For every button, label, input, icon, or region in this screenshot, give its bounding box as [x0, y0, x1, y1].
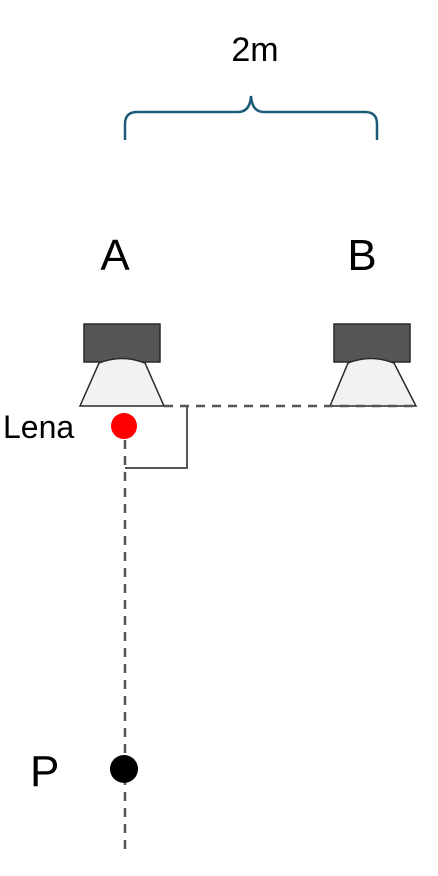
listener-label: Lena — [3, 409, 74, 445]
listener-point — [111, 413, 137, 439]
distance-brace — [123, 95, 379, 140]
distance-label: 2m — [231, 31, 278, 69]
speaker-b-label: B — [347, 231, 376, 280]
speaker-b — [328, 323, 418, 407]
point-p-label: P — [30, 747, 59, 796]
speaker-b-cone — [328, 357, 418, 407]
point-p — [110, 755, 138, 783]
speaker-b-body — [333, 323, 411, 363]
speaker-a — [78, 323, 166, 407]
speaker-a-body — [83, 323, 161, 363]
right-angle-marker — [125, 406, 188, 469]
speaker-a-label: A — [100, 231, 130, 280]
speaker-a-cone — [78, 357, 166, 407]
